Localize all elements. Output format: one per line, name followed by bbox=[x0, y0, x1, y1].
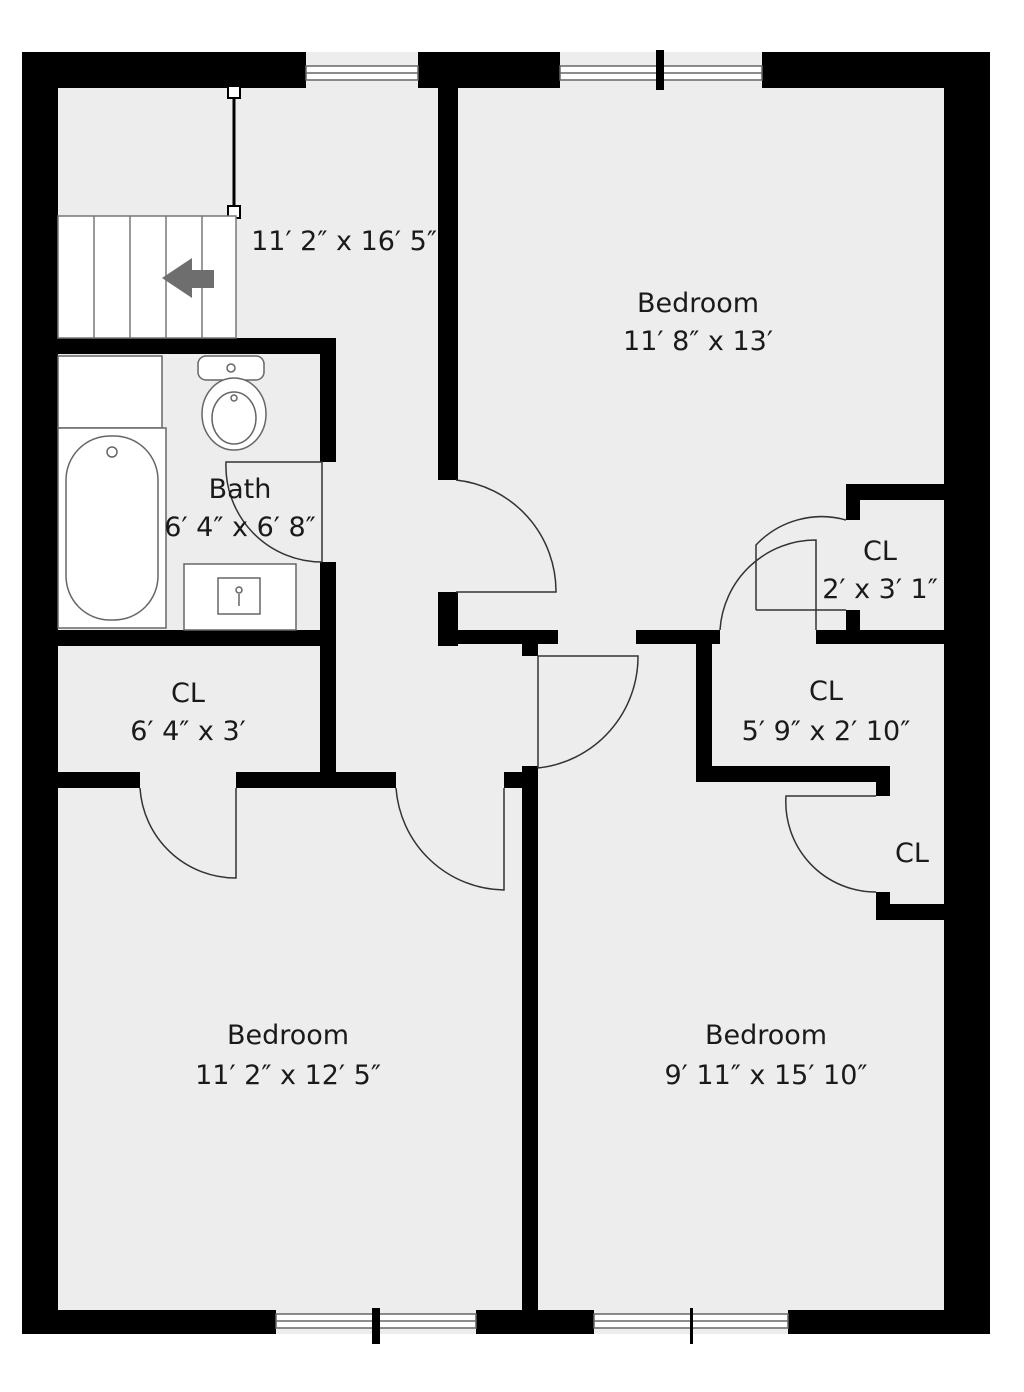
stairs bbox=[57, 215, 237, 339]
bedroom-left-dimensions: 11′ 2″ x 12′ 5″ bbox=[195, 1060, 381, 1091]
door-swings bbox=[139, 461, 877, 893]
exterior-walls bbox=[22, 52, 990, 1334]
closet-small-name: CL bbox=[863, 536, 897, 567]
vanity-shelf bbox=[57, 355, 163, 429]
stair-direction-arrow-icon bbox=[162, 258, 214, 298]
room-labels: 11′ 2″ x 16′ 5″ Bedroom 11′ 8″ x 13′ Bat… bbox=[130, 226, 938, 1091]
interior-walls bbox=[56, 86, 946, 1310]
hall-dimensions: 11′ 2″ x 16′ 5″ bbox=[251, 226, 437, 257]
bath-fixtures bbox=[57, 355, 297, 631]
closet-mid-dimensions: 5′ 9″ x 2′ 10″ bbox=[742, 716, 911, 747]
closet-hall-name: CL bbox=[171, 678, 205, 709]
bedroom-right-dimensions: 9′ 11″ x 15′ 10″ bbox=[665, 1060, 868, 1091]
closet-right-name: CL bbox=[895, 838, 929, 869]
bedroom-right-name: Bedroom bbox=[705, 1020, 827, 1051]
bedroom-top-name: Bedroom bbox=[637, 288, 759, 319]
bath-name: Bath bbox=[209, 474, 272, 505]
bedroom-top-dimensions: 11′ 8″ x 13′ bbox=[623, 326, 773, 357]
closet-hall-dimensions: 6′ 4″ x 3′ bbox=[130, 716, 246, 747]
closet-small-dimensions: 2′ x 3′ 1″ bbox=[822, 574, 938, 605]
bedroom-left-name: Bedroom bbox=[227, 1020, 349, 1051]
window-mullions bbox=[372, 50, 693, 1344]
closet-mid-name: CL bbox=[809, 676, 843, 707]
bath-dimensions: 6′ 4″ x 6′ 8″ bbox=[164, 512, 315, 543]
